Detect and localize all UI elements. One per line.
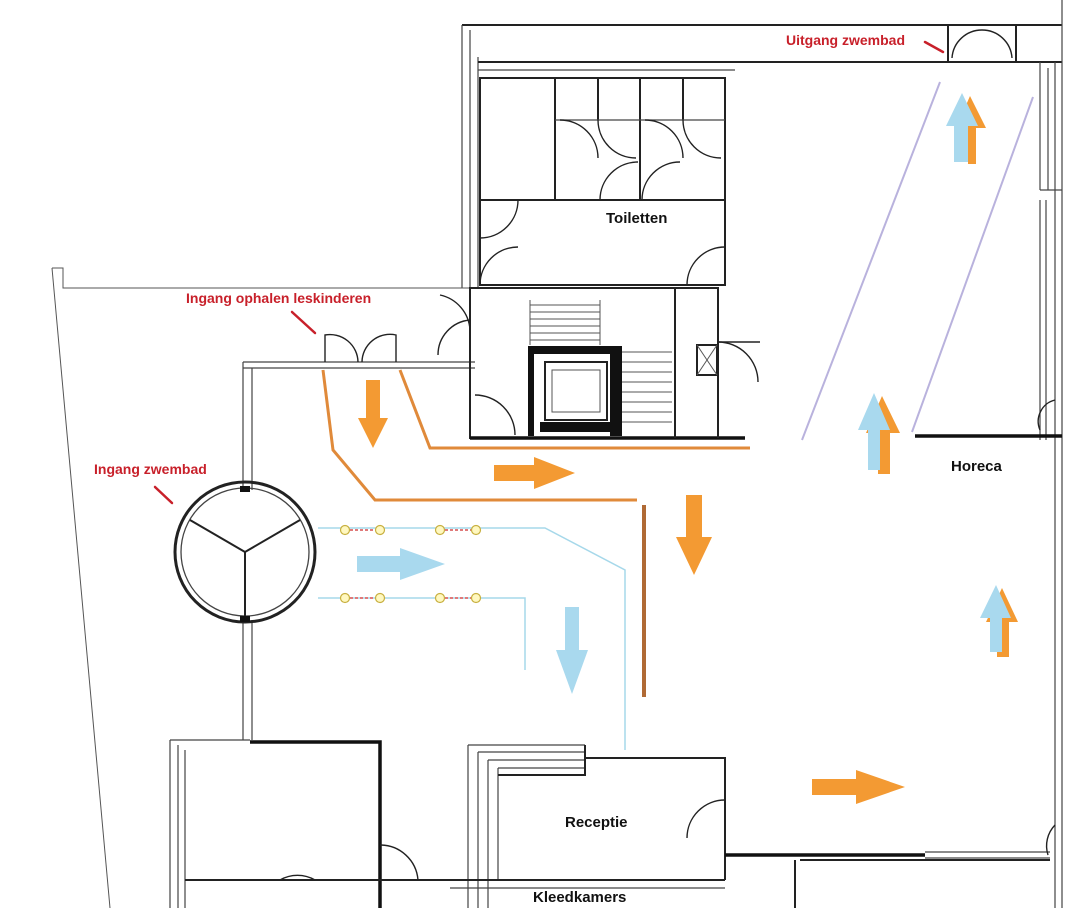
arrow-right-icon (812, 770, 905, 804)
toilet-block (479, 77, 726, 286)
revolving-door (173, 480, 317, 624)
room-label-toiletten: Toiletten (606, 210, 667, 227)
stairs-and-lift (437, 290, 760, 436)
label-uitgang-zwembad: Uitgang zwembad (786, 32, 905, 48)
arrow-down-icon (676, 495, 712, 575)
building-walls (51, 0, 1063, 908)
arrow-up-icon (858, 393, 890, 470)
arrow-up-icon (980, 585, 1011, 652)
annotation-pointers (153, 40, 945, 505)
arrow-right-icon (494, 457, 575, 489)
arrow-up-icon (946, 93, 978, 162)
route-lines (318, 81, 1034, 750)
label-ingang-ophalen: Ingang ophalen leskinderen (186, 290, 371, 306)
arrow-right-icon (357, 548, 445, 580)
orange-arrows (358, 380, 905, 804)
entrance-doors (279, 24, 1056, 881)
stanchion-posts (339, 524, 482, 604)
room-label-horeca: Horeca (951, 458, 1003, 475)
arrow-down-icon (556, 607, 588, 694)
blue-arrows (357, 93, 1018, 694)
room-label-kleedkamers: Kleedkamers (533, 889, 626, 906)
arrow-down-icon (358, 380, 388, 448)
label-ingang-zwembad: Ingang zwembad (94, 461, 207, 477)
room-label-receptie: Receptie (565, 814, 628, 831)
